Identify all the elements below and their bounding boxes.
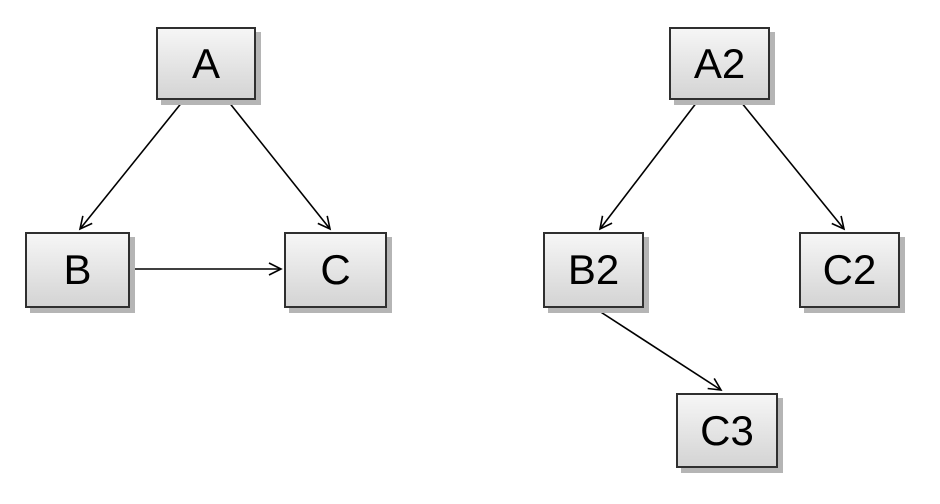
node-B2[interactable]: B2	[543, 232, 644, 308]
node-B-label: B	[63, 246, 92, 293]
node-C2[interactable]: C2	[799, 232, 900, 308]
node-A2-label: A2	[693, 39, 746, 87]
node-C-label: C	[320, 246, 351, 293]
node-A2[interactable]: A2	[669, 27, 770, 100]
node-A[interactable]: A	[156, 27, 256, 100]
edge-B2-C3[interactable]	[592, 306, 723, 391]
node-C3[interactable]: C3	[676, 393, 778, 468]
edge-A-C[interactable]	[227, 100, 332, 231]
node-C3-label: C3	[700, 406, 754, 454]
edge-A2-B2[interactable]	[598, 101, 698, 231]
edge-A2-C2[interactable]	[740, 101, 846, 231]
node-C2-label: C2	[822, 246, 877, 293]
node-B2-label: B2	[567, 246, 620, 293]
node-C[interactable]: C	[284, 232, 387, 308]
node-A-label: A	[191, 39, 220, 87]
node-B[interactable]: B	[25, 232, 130, 308]
edge-A-B[interactable]	[78, 100, 184, 231]
